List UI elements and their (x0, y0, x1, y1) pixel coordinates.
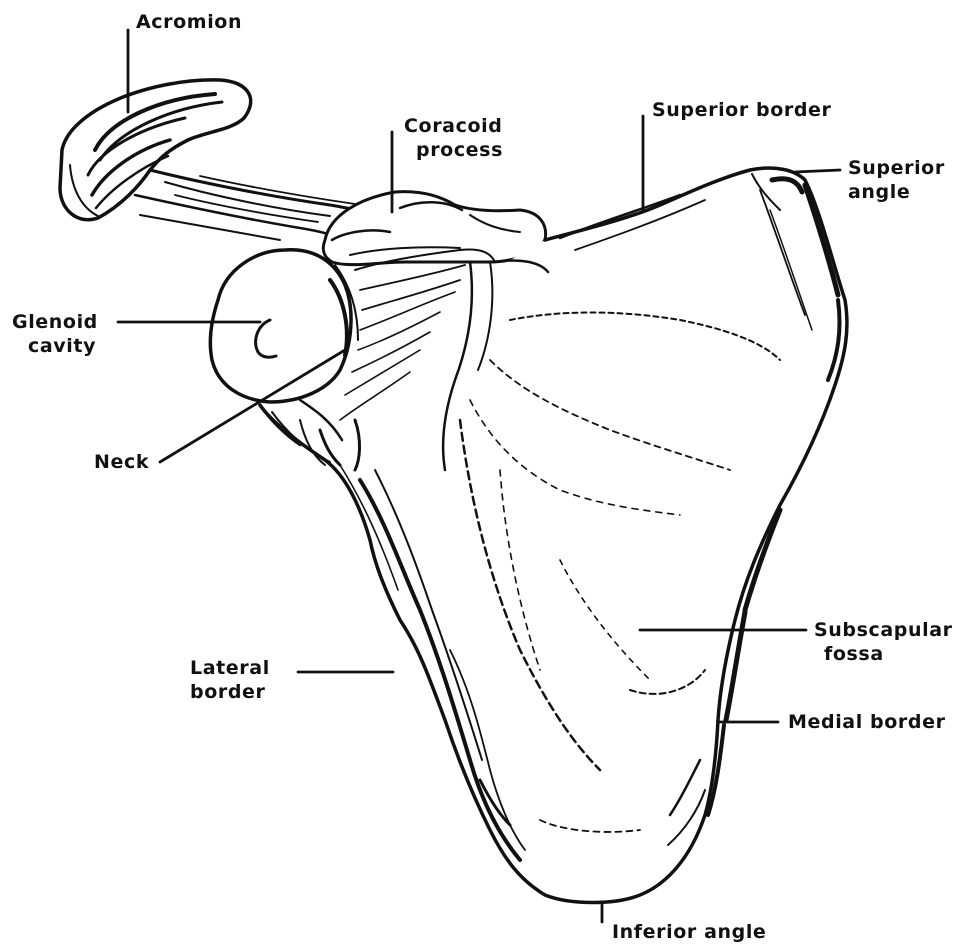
label-acromion-text: Acromion (136, 11, 242, 33)
label-superior-angle: Superior angle (848, 156, 945, 204)
label-superior-angle-line2: angle (848, 180, 945, 204)
label-glenoid-line2: cavity (12, 334, 98, 358)
label-acromion: Acromion (136, 10, 242, 34)
label-medial-border: Medial border (788, 710, 946, 734)
label-lateral-line1: Lateral (190, 656, 270, 680)
label-superior-border: Superior border (652, 98, 832, 122)
label-inferior-angle-text: Inferior angle (612, 921, 766, 943)
label-lateral-line2: border (190, 680, 270, 704)
label-coracoid-line1: Coracoid (404, 114, 503, 138)
label-coracoid-process: Coracoid process (404, 114, 503, 162)
label-glenoid-cavity: Glenoid cavity (12, 310, 98, 358)
label-superior-angle-line1: Superior (848, 156, 945, 180)
label-subscapular-fossa: Subscapular fossa (814, 618, 953, 666)
scapula-body-shape (260, 168, 847, 902)
label-glenoid-line1: Glenoid (12, 310, 98, 334)
label-neck-text: Neck (94, 451, 149, 473)
label-neck: Neck (94, 450, 149, 474)
label-subscapular-line2: fossa (814, 642, 953, 666)
label-medial-border-text: Medial border (788, 711, 946, 733)
leader-superior-angle (795, 170, 840, 172)
label-lateral-border: Lateral border (190, 656, 270, 704)
label-inferior-angle: Inferior angle (612, 920, 766, 944)
label-coracoid-line2: process (404, 138, 503, 162)
label-subscapular-line1: Subscapular (814, 618, 953, 642)
label-superior-border-text: Superior border (652, 99, 832, 121)
